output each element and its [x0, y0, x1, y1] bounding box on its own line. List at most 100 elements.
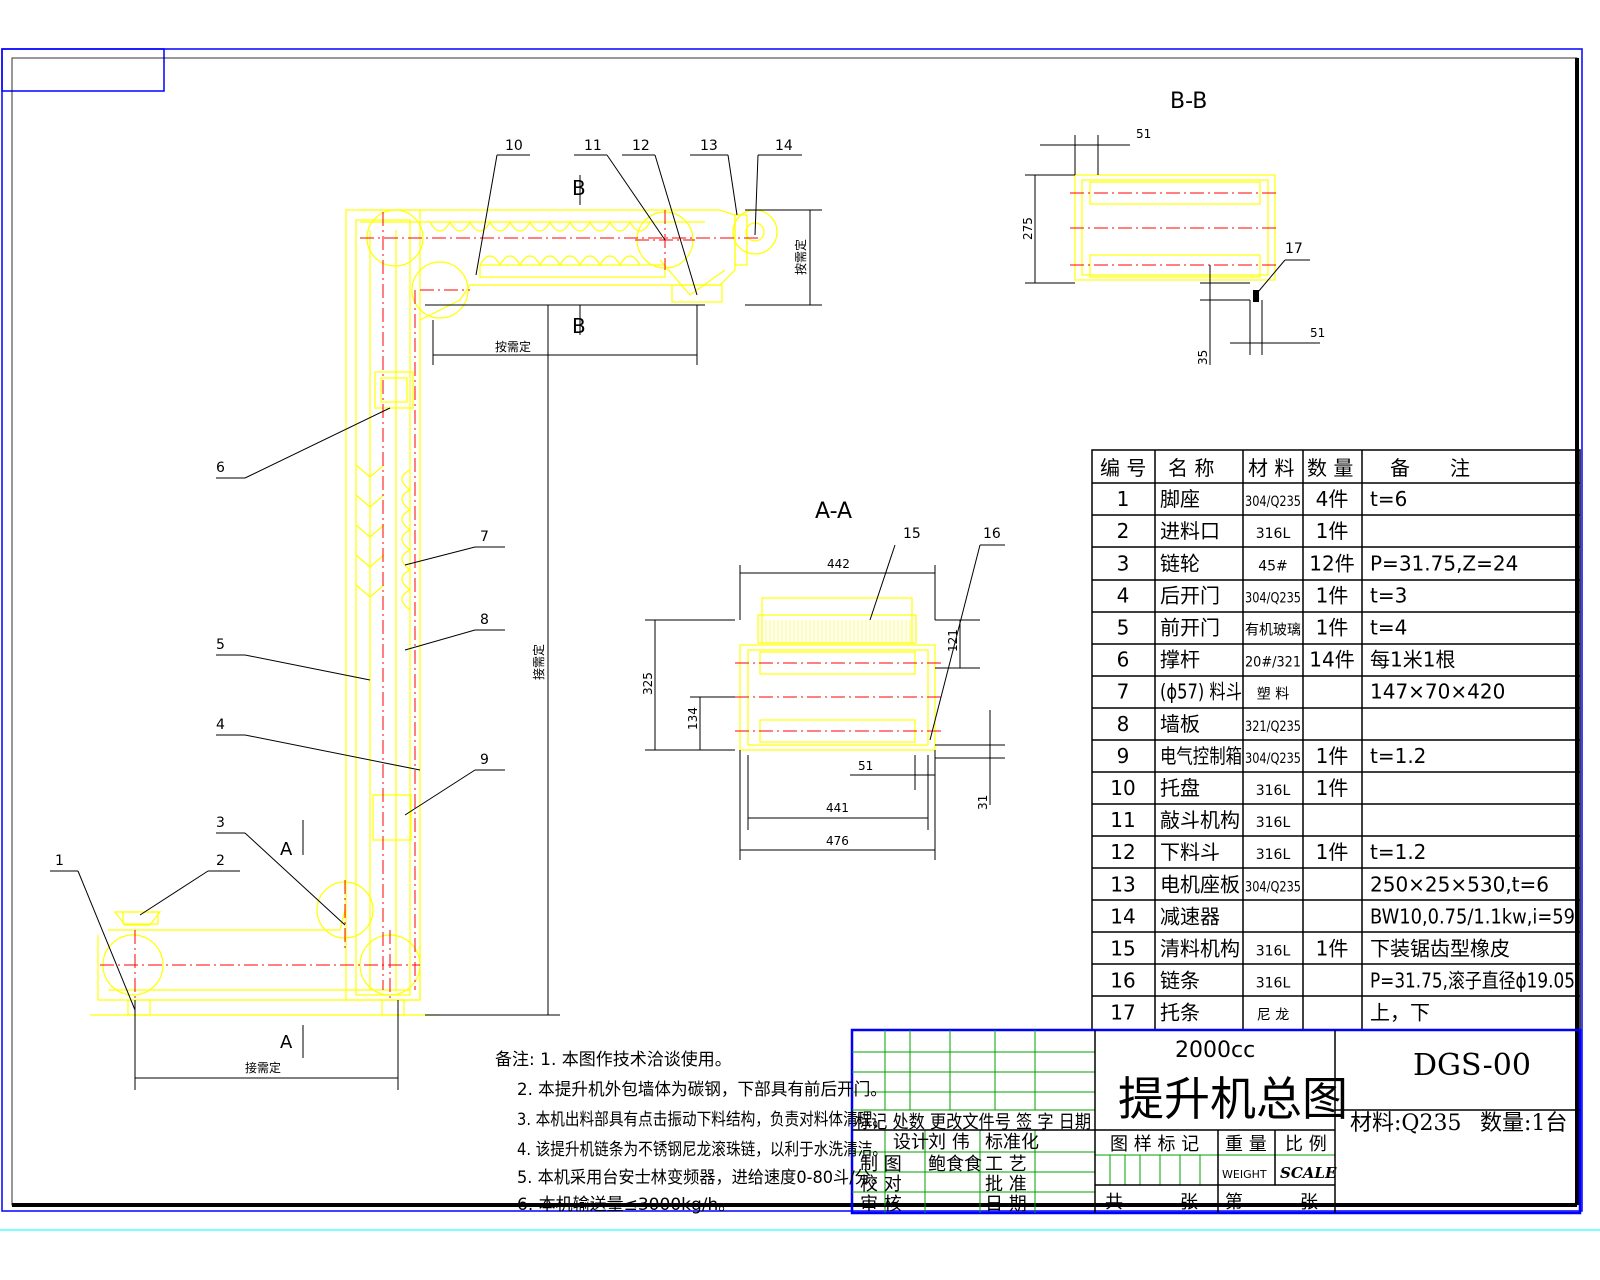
bom-cell-qty: 14件 [1309, 648, 1354, 672]
bom-cell-no: 2 [1117, 519, 1130, 543]
bom-cell-qty: 1件 [1316, 519, 1349, 543]
bb-dim-275: 275 [1021, 217, 1035, 240]
cut-b-top: B [572, 176, 586, 200]
bom-cell-no: 14 [1110, 904, 1135, 928]
leader-11: 11 [584, 138, 602, 154]
title-block-grid [850, 1028, 1582, 1215]
title-block-text: 2000cc 提升机总图 DGS-00 材料:Q235 数量:1台 标记 处数 … [855, 1038, 1567, 1215]
leader-13: 13 [700, 138, 718, 154]
revision-header: 标记 处数 更改文件号 签 字 日期 [855, 1112, 1091, 1133]
bom-cell-note: t=4 [1370, 616, 1407, 640]
section-dims-text: 51 275 35 51 442 325 134 121 51 441 476 … [641, 127, 1325, 848]
bom-cell-name: 链条 [1160, 969, 1200, 993]
sheet-unit2-label: 张 [1300, 1192, 1318, 1213]
approve-label: 批 准 [985, 1174, 1027, 1195]
sheet-no-label: 第 [1225, 1192, 1243, 1213]
leader-8: 8 [480, 612, 489, 628]
bom-cell-qty: 1件 [1316, 776, 1349, 800]
bom-cell-name: 前开门 [1160, 616, 1220, 640]
dim-note-bottom: 接需定 [245, 1060, 281, 1075]
leader-2: 2 [216, 853, 225, 869]
bom-cell-note: 每1米1根 [1370, 648, 1455, 672]
bom-cell-name: 电机座板 [1160, 872, 1240, 896]
bom-cell-name: 电气控制箱 [1160, 744, 1242, 768]
bom-cell-no: 4 [1117, 583, 1130, 607]
bom-cell-no: 3 [1117, 551, 1130, 575]
bom-cell-qty: 1件 [1316, 744, 1349, 768]
bom-cell-no: 1 [1117, 487, 1130, 511]
leader-14: 14 [775, 138, 793, 154]
sheets-total-label: 共 [1105, 1192, 1123, 1213]
bom-cell-name: 进料口 [1160, 519, 1220, 543]
bom-cell-name: 敲斗机构 [1160, 808, 1240, 832]
bom-row: 13 电机座板 304/Q235 250×25×530,t=6 [1110, 872, 1549, 896]
leader-12: 12 [632, 138, 650, 154]
drawing-number: DGS-00 [1413, 1048, 1531, 1083]
elevator-main-view [90, 209, 778, 1016]
aa-dim-441: 441 [826, 801, 849, 815]
bom-cell-qty: 1件 [1316, 583, 1349, 607]
bom-header-name: 名 称 [1168, 456, 1214, 480]
aa-dim-51: 51 [858, 759, 873, 773]
bom-cell-material: 304/Q235 [1245, 879, 1301, 895]
section-aa-view [645, 544, 1005, 860]
sheet-unit-label: 张 [1180, 1192, 1198, 1213]
bom-cell-name: 托盘 [1160, 776, 1200, 800]
bom-header-note: 备 注 [1390, 456, 1470, 480]
bom-cell-material: 304/Q235 [1245, 751, 1301, 767]
bom-table-grid [1091, 449, 1581, 1031]
bom-cell-note: t=3 [1370, 583, 1407, 607]
note-line-2: 2. 本提升机外包墙体为碳钢，下部具有前后开门。 [517, 1080, 887, 1100]
scale-label: 比 例 [1285, 1134, 1327, 1155]
bom-cell-qty: 4件 [1316, 487, 1349, 511]
bb-dim-51-top: 51 [1136, 127, 1151, 141]
designer-name: 刘 伟 [928, 1132, 970, 1153]
bom-cell-no: 16 [1110, 969, 1135, 993]
bom-cell-note: P=31.75,滚子直径ϕ19.05 [1370, 969, 1575, 993]
bom-cell-no: 8 [1117, 712, 1130, 736]
bom-cell-material: 316L [1256, 944, 1291, 960]
main-center-lines [100, 210, 760, 1000]
bom-cell-material: 304/Q235 [1245, 590, 1301, 606]
bom-cell-name: 后开门 [1160, 583, 1220, 607]
leader-6: 6 [216, 460, 225, 476]
bom-cell-note: 250×25×530,t=6 [1370, 872, 1549, 896]
bom-cell-material: 有机玻璃 [1245, 622, 1301, 639]
dim-note-motor: 按需定 [793, 239, 808, 275]
bom-header: 编 号 名 称 材 料 数 量 备 注 [1100, 456, 1470, 480]
bom-cell-name: (ϕ57) 料斗 [1160, 680, 1242, 704]
bom-cell-material: 316L [1256, 783, 1291, 799]
aa-dim-442: 442 [827, 557, 850, 571]
note-line-6: 6. 本机输送量≤3000kg/h。 [517, 1195, 735, 1215]
bom-cell-name: 托条 [1160, 1001, 1200, 1025]
bom-cell-no: 17 [1110, 1001, 1135, 1025]
bom-cell-material: 321/Q235 [1245, 719, 1301, 735]
bom-cell-material: 304/Q235 [1245, 494, 1301, 510]
leader-5: 5 [216, 637, 225, 653]
dim-note-top: 按需定 [495, 339, 531, 354]
bom-cell-note: 下装锯齿型橡皮 [1370, 937, 1510, 961]
technical-notes: 备注: 1. 本图作技术洽谈使用。 2. 本提升机外包墙体为碳钢，下部具有前后开… [495, 1049, 887, 1215]
bom-cell-name: 脚座 [1160, 487, 1200, 511]
leader-3: 3 [216, 815, 225, 831]
bom-cell-qty: 1件 [1316, 840, 1349, 864]
material-label: 材料:Q235 [1350, 1111, 1461, 1136]
leader-15: 15 [903, 526, 921, 542]
bom-cell-name: 清料机构 [1160, 937, 1240, 961]
bom-cell-no: 9 [1117, 744, 1130, 768]
bom-cell-no: 13 [1110, 872, 1135, 896]
drafter-name: 鲍食食 [928, 1154, 982, 1175]
drawing-title: 提升机总图 [1118, 1072, 1348, 1126]
grid-header-label: 图 样 标 记 [1110, 1134, 1199, 1155]
standard-label: 标准化 [985, 1132, 1039, 1153]
bb-dim-51-right: 51 [1310, 326, 1325, 340]
bom-cell-no: 11 [1110, 808, 1135, 832]
